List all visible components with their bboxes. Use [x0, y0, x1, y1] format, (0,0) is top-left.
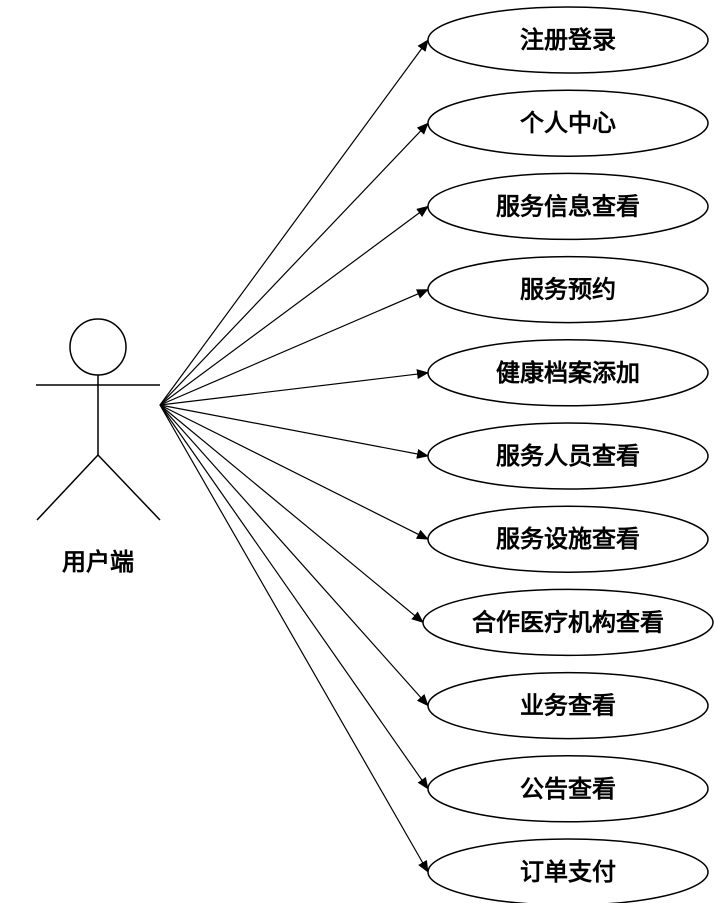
use-case-ellipse — [427, 505, 709, 573]
association-arrow — [159, 404, 424, 624]
use-case-ellipse — [427, 255, 709, 324]
use-case-label: 注册登录 — [520, 26, 616, 54]
use-case: 服务人员查看 — [427, 422, 709, 490]
association-arrow — [159, 205, 429, 406]
use-case-label: 服务预约 — [520, 276, 616, 304]
use-case-ellipse — [427, 89, 709, 157]
use-case-label: 服务设施查看 — [496, 525, 640, 553]
association-arrow — [159, 404, 429, 459]
use-case: 注册登录 — [427, 6, 709, 74]
use-case: 公告查看 — [427, 755, 709, 823]
association-arrow — [159, 122, 429, 406]
use-case: 订单支付 — [427, 838, 709, 903]
association-arrow — [159, 289, 429, 406]
use-case-label: 公告查看 — [520, 775, 616, 803]
actor-right-leg — [97, 454, 161, 521]
use-case: 服务预约 — [427, 255, 709, 324]
association-arrow — [159, 404, 429, 707]
use-case-ellipse — [427, 422, 709, 490]
use-cases: 注册登录个人中心服务信息查看服务预约健康档案添加服务人员查看服务设施查看合作医疗… — [422, 6, 714, 903]
use-case-ellipse — [427, 671, 709, 740]
use-case-label: 服务信息查看 — [496, 192, 640, 220]
association-arrow — [159, 404, 429, 873]
use-case-ellipse — [427, 838, 709, 903]
use-case-label: 健康档案添加 — [496, 359, 640, 387]
use-case-label: 订单支付 — [520, 858, 616, 886]
use-case: 个人中心 — [427, 89, 709, 157]
association-arrow — [159, 39, 429, 406]
use-case: 合作医疗机构查看 — [422, 588, 714, 657]
associations — [159, 39, 429, 873]
association-arrow — [159, 404, 429, 540]
use-case-label: 服务人员查看 — [496, 442, 640, 470]
actor-head — [69, 318, 127, 376]
use-case: 服务设施查看 — [427, 505, 709, 573]
association-arrow — [159, 369, 429, 406]
actor-left-leg — [36, 454, 99, 521]
use-case: 业务查看 — [427, 671, 709, 740]
association-arrow — [159, 404, 429, 790]
use-case-ellipse — [427, 172, 709, 241]
use-case-ellipse — [422, 588, 714, 657]
use-case-label: 合作医疗机构查看 — [472, 608, 664, 636]
use-case-label: 个人中心 — [520, 109, 616, 137]
actor-figure — [36, 318, 161, 521]
use-case-ellipse — [427, 6, 709, 74]
use-case-ellipse — [427, 339, 709, 407]
use-case: 服务信息查看 — [427, 172, 709, 241]
use-case-label: 业务查看 — [520, 692, 616, 720]
use-case: 健康档案添加 — [427, 339, 709, 407]
use-case-ellipse — [427, 755, 709, 823]
actor-label: 用户端 — [62, 548, 134, 576]
